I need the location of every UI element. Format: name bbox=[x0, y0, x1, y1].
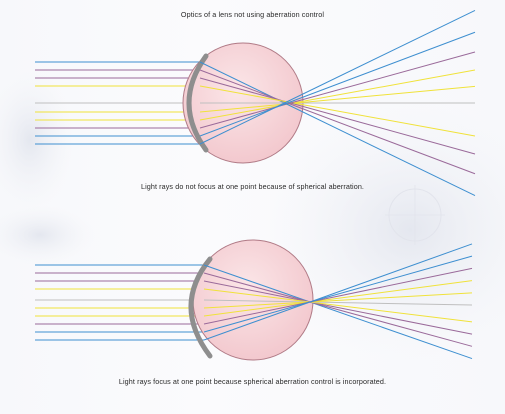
refracted-ray bbox=[203, 301, 311, 341]
refracted-ray bbox=[203, 301, 311, 325]
outgoing-ray bbox=[309, 301, 473, 335]
refracted-ray bbox=[199, 85, 294, 104]
refracted-ray bbox=[203, 299, 311, 303]
panel-without-aberration-control bbox=[35, 9, 476, 197]
incoming-rays-top bbox=[35, 61, 200, 145]
outgoing-ray bbox=[284, 102, 476, 197]
refracted-ray bbox=[203, 301, 311, 309]
outgoing-ray bbox=[287, 102, 476, 175]
outgoing-ray bbox=[309, 255, 473, 303]
outgoing-rays-top bbox=[284, 9, 476, 197]
refracted-ray bbox=[199, 77, 291, 104]
outgoing-ray bbox=[309, 301, 473, 347]
outgoing-ray bbox=[290, 51, 476, 104]
refracted-rays-inside-bottom bbox=[203, 264, 311, 341]
refracted-ray bbox=[199, 69, 288, 104]
outgoing-ray bbox=[284, 9, 476, 104]
outgoing-ray bbox=[309, 243, 473, 303]
refracted-ray bbox=[203, 288, 311, 303]
refracted-ray bbox=[203, 264, 311, 303]
outgoing-rays-bottom bbox=[309, 243, 473, 360]
outgoing-ray bbox=[309, 292, 473, 303]
refracted-rays-inside-top bbox=[199, 61, 300, 145]
panel-with-aberration-control bbox=[35, 239, 473, 361]
refracted-ray bbox=[203, 301, 311, 333]
refracted-ray bbox=[199, 102, 285, 145]
outgoing-ray bbox=[296, 85, 476, 104]
lens-top bbox=[186, 53, 209, 153]
refracted-ray bbox=[203, 272, 311, 303]
incoming-rays-bottom bbox=[35, 264, 204, 341]
caption-aberration-control: Light rays focus at one point because sp… bbox=[118, 377, 387, 386]
outgoing-ray bbox=[290, 102, 476, 155]
diagram-title: Optics of a lens not using aberration co… bbox=[180, 10, 325, 19]
refracted-ray bbox=[203, 301, 311, 317]
outgoing-ray bbox=[287, 31, 476, 104]
lens-bottom bbox=[188, 256, 213, 359]
background-decoration bbox=[0, 70, 505, 360]
caption-spherical-aberration: Light rays do not focus at one point bec… bbox=[140, 182, 365, 191]
outgoing-ray bbox=[293, 102, 476, 137]
outgoing-ray bbox=[309, 267, 473, 303]
outgoing-ray bbox=[309, 301, 473, 306]
outgoing-ray bbox=[293, 69, 476, 104]
outgoing-ray bbox=[309, 301, 473, 360]
outgoing-ray bbox=[309, 301, 473, 323]
refracted-ray bbox=[203, 280, 311, 303]
outgoing-ray bbox=[309, 280, 473, 303]
